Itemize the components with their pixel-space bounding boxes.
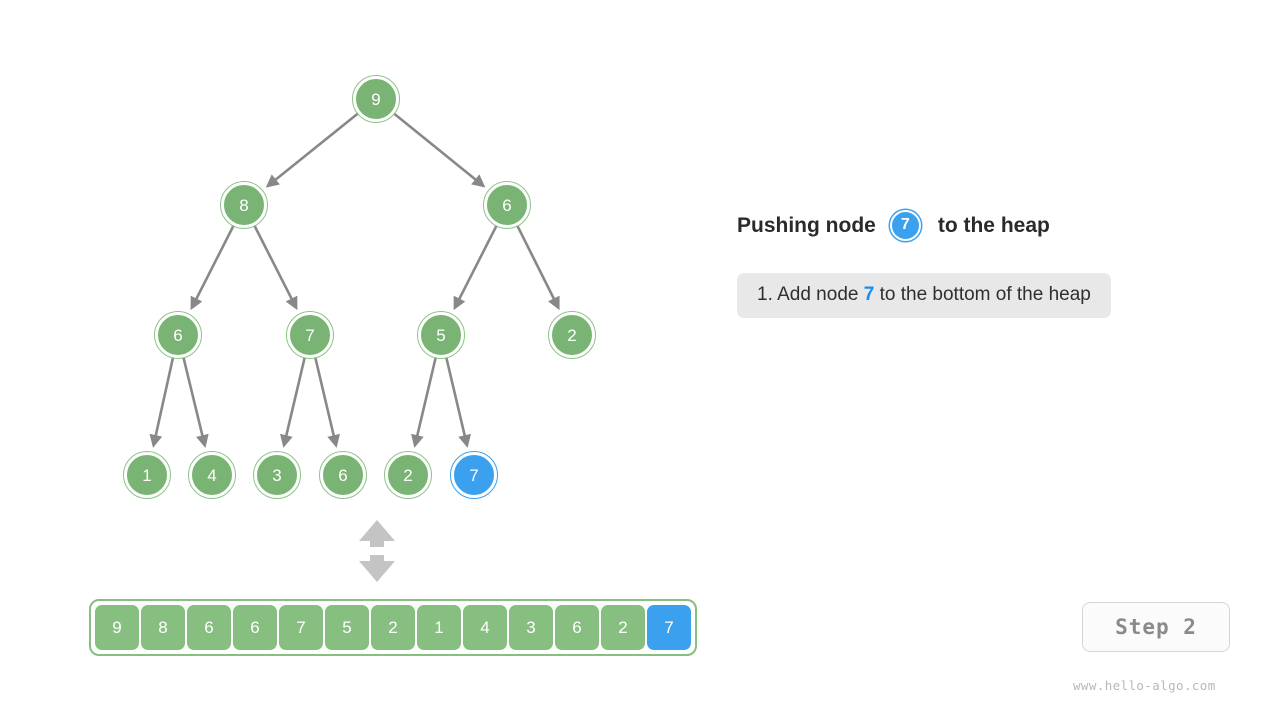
tree-edge — [253, 224, 298, 311]
tree-node: 2 — [548, 311, 596, 359]
array-cell: 6 — [187, 605, 231, 650]
push-title-node-badge: 7 — [889, 209, 921, 241]
tree-node-label: 7 — [469, 465, 479, 485]
tree-node-label: 8 — [239, 195, 249, 215]
array-cell: 9 — [95, 605, 139, 650]
tree-edge — [393, 112, 486, 188]
tree-node-label: 5 — [436, 325, 446, 345]
tree-node-label: 1 — [142, 465, 152, 485]
tree-node-label: 7 — [305, 325, 315, 345]
tree-node: 3 — [253, 451, 301, 499]
push-title: Pushing node 7 to the heap — [737, 205, 1237, 245]
tree-edge — [149, 357, 175, 448]
tree-edge — [265, 112, 359, 188]
array-cell: 4 — [463, 605, 507, 650]
push-title-suffix: to the heap — [937, 213, 1050, 237]
tree-node-label: 4 — [207, 465, 217, 485]
tree-edge — [314, 357, 340, 448]
step-description-number: 1. — [757, 284, 773, 305]
step-description-after: to the bottom of the heap — [879, 284, 1091, 305]
tree-edge — [190, 224, 235, 311]
tree-node-label: 6 — [338, 465, 348, 485]
array-cell: 2 — [371, 605, 415, 650]
array-cell: 7 — [647, 605, 691, 650]
tree-node: 6 — [319, 451, 367, 499]
array-cell: 6 — [233, 605, 277, 650]
step-description-before: Add node — [777, 284, 859, 305]
watermark: www.hello-algo.com — [1073, 678, 1216, 693]
array-cell: 7 — [279, 605, 323, 650]
tree-node-label: 3 — [272, 465, 282, 485]
array-cell: 1 — [417, 605, 461, 650]
push-title-prefix: Pushing node — [737, 213, 876, 237]
tree-edge — [445, 357, 471, 448]
tree-node-label: 9 — [371, 89, 381, 109]
array-cell: 3 — [509, 605, 553, 650]
array-cell: 5 — [325, 605, 369, 650]
array-cell: 6 — [555, 605, 599, 650]
tree-node: 7 — [286, 311, 334, 359]
double-arrow-vertical-icon — [359, 520, 395, 582]
tree-node: 8 — [220, 181, 268, 229]
tree-edges — [149, 112, 560, 448]
tree-node: 6 — [483, 181, 531, 229]
tree-edge — [182, 357, 209, 448]
tree-edge — [453, 224, 498, 311]
array-cell: 2 — [601, 605, 645, 650]
step-badge: Step 2 — [1082, 602, 1230, 652]
info-panel: Pushing node 7 to the heap 1. Add node 7… — [737, 205, 1237, 318]
tree-node: 7 — [450, 451, 498, 499]
tree-edge — [411, 357, 437, 448]
tree-node: 2 — [384, 451, 432, 499]
step-description: 1. Add node 7 to the bottom of the heap — [737, 273, 1111, 318]
tree-node-label: 2 — [567, 325, 577, 345]
tree-node-label: 6 — [502, 195, 512, 215]
step-description-highlight: 7 — [863, 284, 875, 305]
tree-node-label: 2 — [403, 465, 413, 485]
tree-node: 6 — [154, 311, 202, 359]
tree-node: 9 — [352, 75, 400, 123]
tree-node: 4 — [188, 451, 236, 499]
tree-edge — [280, 357, 306, 448]
tree-edge — [516, 224, 560, 311]
tree-node-label: 6 — [173, 325, 183, 345]
tree-node: 5 — [417, 311, 465, 359]
array-cell: 8 — [141, 605, 185, 650]
tree-edges-layer — [149, 112, 560, 448]
tree-node: 1 — [123, 451, 171, 499]
